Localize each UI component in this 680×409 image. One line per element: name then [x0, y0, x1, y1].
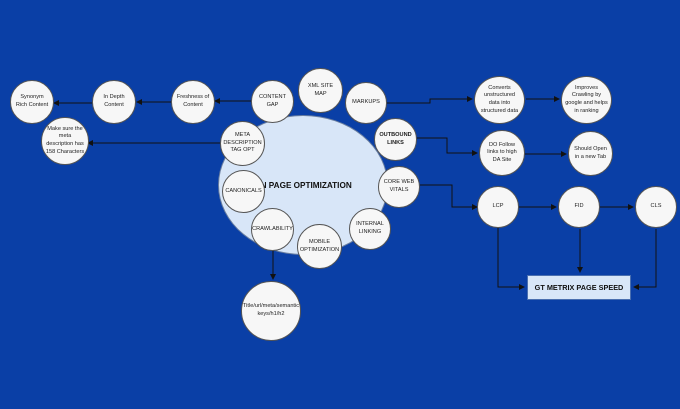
- node-meta-description-tag-opt: META DESCRIPTION TAG OPT: [220, 121, 265, 166]
- node-outbound-links: OUTBOUND LINKS: [374, 118, 417, 161]
- node-mobile-optimization: MOBILE OPTIMIZATION: [297, 224, 342, 269]
- node-cls: CLS: [635, 186, 677, 228]
- node-content-gap: CONTENT GAP: [251, 80, 294, 123]
- node-in-depth-content: In Depth Content: [92, 80, 136, 124]
- gt-metrix-page-speed-box: GT METRIX PAGE SPEED: [527, 275, 631, 300]
- node-meta-description-chars: Make sure the meta description has 158 C…: [41, 117, 89, 165]
- node-converts-structured-data: Converts unstructured data into structur…: [474, 76, 525, 124]
- node-improves-crawling: Improves Crawling by google and helps in…: [561, 76, 612, 124]
- connector-cwv-lcp: [420, 184, 478, 210]
- center-topic-label: ON PAGE OPTIMIZATION: [254, 180, 352, 190]
- node-do-follow-links: DO Follow links to high DA Site: [479, 130, 525, 176]
- connector-cls-gt: [633, 229, 657, 290]
- node-core-web-vitals: CORE WEB VITALS: [378, 166, 420, 208]
- node-xml-sitemap: XML SITE MAP: [298, 68, 343, 113]
- node-should-open-new-tab: Should Open in a new Tab: [568, 131, 613, 176]
- node-synonym-rich-content: Synonym Rich Content: [10, 80, 54, 124]
- node-freshness-of-content: Freshness of Content: [171, 80, 215, 124]
- node-markups: MARKUPS: [345, 82, 387, 124]
- node-canonicals: CANONICALS: [222, 170, 265, 213]
- node-crawlability: CRAWLABILITY: [251, 208, 294, 251]
- connector-outbound-dofollow: [417, 137, 478, 156]
- connector-lcp-gt: [497, 228, 525, 290]
- node-internal-linking: INTERNAL LINKING: [349, 208, 391, 250]
- node-title-url-meta: Title/url/meta/semantic keys/h1/h2: [241, 281, 301, 341]
- node-fid: FID: [558, 186, 600, 228]
- node-lcp: LCP: [477, 186, 519, 228]
- connector-markups-converts: [387, 96, 473, 104]
